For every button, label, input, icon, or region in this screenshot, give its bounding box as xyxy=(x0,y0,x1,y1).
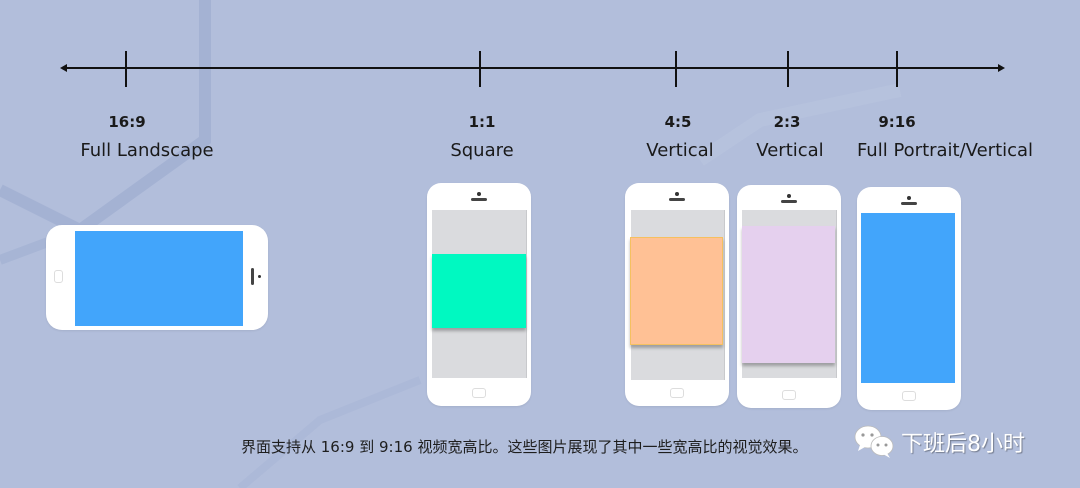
tick-1-1 xyxy=(479,51,481,87)
arrow-left-icon xyxy=(60,64,67,72)
video-16-9 xyxy=(75,231,243,326)
ratio-label: 1:1 xyxy=(468,113,496,131)
ratio-name-label: Vertical xyxy=(646,140,714,161)
home-button-icon xyxy=(902,391,916,401)
camera-icon xyxy=(258,275,261,278)
home-button-icon xyxy=(472,388,486,398)
speaker-icon xyxy=(669,198,685,201)
camera-icon xyxy=(675,192,679,196)
video-2-3 xyxy=(742,226,835,363)
tick-9-16 xyxy=(896,51,898,87)
camera-icon xyxy=(787,194,791,198)
ratio-label: 16:9 xyxy=(108,113,146,131)
figure-caption: 界面支持从 16:9 到 9:16 视频宽高比。这些图片展现了其中一些宽高比的视… xyxy=(241,438,808,456)
phone-vertical-4-5 xyxy=(625,183,729,406)
ratio-name-label: Full Portrait/Vertical xyxy=(856,140,1034,161)
watermark: 下班后8小时 xyxy=(853,424,1025,460)
speaker-icon xyxy=(901,202,917,205)
speaker-icon xyxy=(471,198,487,201)
tick-2-3 xyxy=(787,51,789,87)
phone-portrait-9-16 xyxy=(857,187,961,410)
home-button-icon xyxy=(670,388,684,398)
phone-landscape-16-9 xyxy=(46,225,268,330)
camera-icon xyxy=(477,192,481,196)
tick-16-9 xyxy=(125,51,127,87)
wechat-icon xyxy=(854,425,894,458)
home-button-icon xyxy=(54,270,63,283)
ratio-label: 2:3 xyxy=(773,113,801,131)
video-4-5 xyxy=(630,237,723,345)
camera-icon xyxy=(907,196,911,200)
timeline-axis xyxy=(64,67,1000,69)
ratio-name-label: Vertical xyxy=(756,140,824,161)
watermark-text: 下班后8小时 xyxy=(901,432,1025,457)
ratio-name-label: Square xyxy=(450,140,514,161)
ratio-label: 9:16 xyxy=(878,113,916,131)
tick-4-5 xyxy=(675,51,677,87)
arrow-right-icon xyxy=(998,64,1005,72)
ratio-label: 4:5 xyxy=(664,113,692,131)
ratio-name-label: Full Landscape xyxy=(80,140,214,161)
speaker-icon xyxy=(251,268,254,285)
home-button-icon xyxy=(782,390,796,400)
video-9-16 xyxy=(861,213,955,383)
speaker-icon xyxy=(781,200,797,203)
phone-square-1-1 xyxy=(427,183,531,406)
phone-vertical-2-3 xyxy=(737,185,841,408)
video-1-1 xyxy=(432,254,526,328)
